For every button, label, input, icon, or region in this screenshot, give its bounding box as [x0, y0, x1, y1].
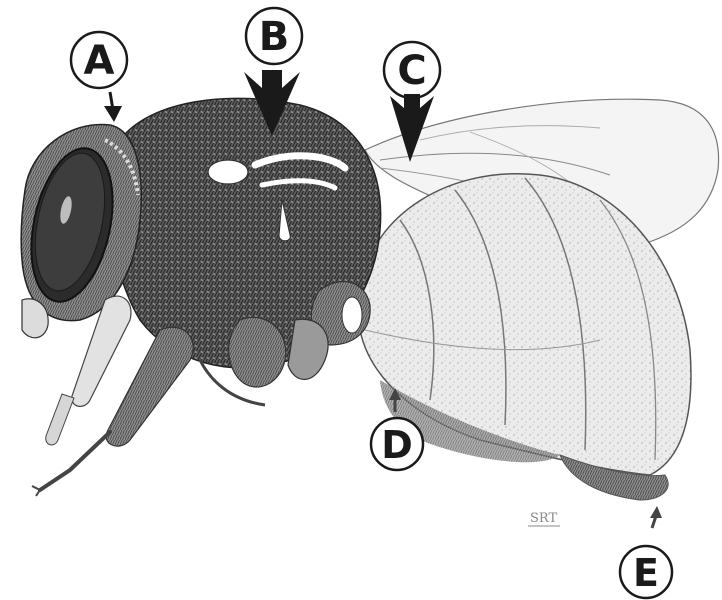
signature-text: SRT [530, 511, 557, 526]
arrow-e-icon [650, 506, 662, 528]
artist-signature: SRT [528, 511, 560, 526]
label-e: E [620, 506, 672, 598]
arrow-a-icon [104, 92, 122, 122]
label-e-text: E [633, 551, 659, 595]
label-a: A [71, 32, 127, 122]
label-c-text: C [397, 48, 426, 94]
label-a-text: A [84, 38, 115, 84]
label-b-text: B [259, 14, 290, 60]
label-d-text: D [381, 423, 413, 467]
